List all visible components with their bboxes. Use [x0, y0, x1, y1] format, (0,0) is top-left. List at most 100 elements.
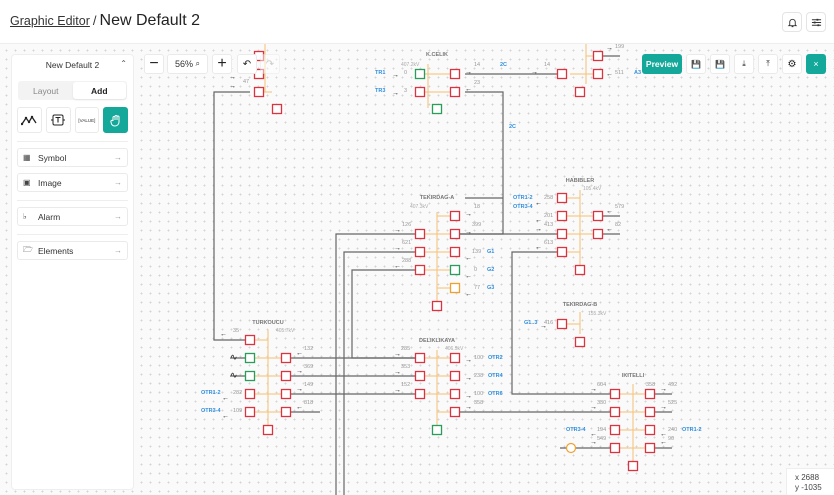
breaker-closed[interactable]: [556, 246, 568, 258]
link-label[interactable]: OTR1-2: [682, 427, 702, 433]
polyline-tool-button[interactable]: [17, 107, 42, 133]
link-label[interactable]: OTR4: [488, 373, 504, 379]
breaker-closed[interactable]: [644, 388, 656, 400]
menu-elements[interactable]: 🗁 Elements →: [17, 241, 128, 260]
breaker-closed[interactable]: [449, 210, 461, 222]
breaker-closed[interactable]: [449, 406, 461, 418]
breaker-closed[interactable]: [574, 264, 586, 276]
link-label[interactable]: 2C: [500, 62, 507, 68]
breaker-closed[interactable]: [280, 406, 292, 418]
link-label[interactable]: G2: [487, 267, 494, 273]
link-label[interactable]: OTR1-2: [201, 390, 221, 396]
text-tool-button[interactable]: [45, 107, 71, 133]
breaker-closed[interactable]: [414, 264, 426, 276]
breaker-closed[interactable]: [556, 192, 568, 204]
breaker-open[interactable]: [449, 264, 461, 276]
breaker-closed[interactable]: [627, 460, 639, 472]
zoom-in-button[interactable]: +: [212, 54, 232, 74]
breaker-closed[interactable]: [556, 228, 568, 240]
breaker-closed[interactable]: [592, 68, 604, 80]
breaker-warning[interactable]: [449, 282, 461, 294]
breaker-closed[interactable]: [449, 352, 461, 364]
link-label[interactable]: G1..3: [524, 320, 537, 326]
breaker-closed[interactable]: [592, 228, 604, 240]
hand-tool-button[interactable]: [103, 107, 128, 133]
breaker-closed[interactable]: [449, 86, 461, 98]
import-button[interactable]: ⤓: [734, 54, 754, 74]
breaker-closed[interactable]: [414, 388, 426, 400]
breaker-closed[interactable]: [644, 406, 656, 418]
breaker-closed[interactable]: [414, 246, 426, 258]
breaker-closed[interactable]: [609, 424, 621, 436]
chevron-up-icon[interactable]: ⌃: [120, 59, 127, 68]
breaker-closed[interactable]: [592, 210, 604, 222]
link-label[interactable]: OTR2: [488, 355, 503, 361]
breaker-closed[interactable]: [414, 228, 426, 240]
breaker-closed[interactable]: [280, 352, 292, 364]
breaker-closed[interactable]: [574, 86, 586, 98]
link-label[interactable]: A3: [634, 70, 641, 76]
save-button[interactable]: 💾: [686, 54, 706, 74]
menu-image[interactable]: ▣ Image →: [17, 173, 128, 192]
tab-add[interactable]: Add: [72, 82, 126, 99]
breaker-closed[interactable]: [592, 50, 604, 62]
breaker-closed[interactable]: [449, 68, 461, 80]
breaker-open[interactable]: [244, 370, 256, 382]
breaker-closed[interactable]: [449, 228, 461, 240]
breaker-closed[interactable]: [609, 442, 621, 454]
save-as-button[interactable]: 💾: [710, 54, 730, 74]
breadcrumb-link-graphic-editor[interactable]: Graphic Editor: [10, 14, 90, 28]
breaker-closed[interactable]: [262, 424, 274, 436]
breaker-closed[interactable]: [280, 370, 292, 382]
value-tool-button[interactable]: [VALUE]: [74, 107, 100, 133]
breaker-closed[interactable]: [244, 388, 256, 400]
breaker-closed[interactable]: [574, 336, 586, 348]
breaker-closed[interactable]: [280, 388, 292, 400]
breaker-closed[interactable]: [414, 370, 426, 382]
breaker-closed[interactable]: [271, 103, 283, 115]
panel-header[interactable]: New Default 2 ⌃: [12, 55, 133, 75]
breaker-closed[interactable]: [449, 246, 461, 258]
breaker-closed[interactable]: [556, 210, 568, 222]
settings-sliders-button[interactable]: [806, 12, 826, 32]
breaker-closed[interactable]: [609, 388, 621, 400]
redo-button[interactable]: ↷: [260, 54, 280, 74]
breaker-closed[interactable]: [431, 300, 443, 312]
link-label[interactable]: OTR6: [488, 391, 503, 397]
link-label[interactable]: G1: [487, 249, 494, 255]
link-label[interactable]: TR1: [375, 70, 385, 76]
breaker-closed[interactable]: [644, 442, 656, 454]
menu-symbol[interactable]: ▦ Symbol →: [17, 148, 128, 167]
link-label[interactable]: OTR3-4: [201, 408, 222, 414]
close-button[interactable]: ×: [806, 54, 826, 74]
preview-button[interactable]: Preview: [642, 54, 682, 74]
link-label[interactable]: G3: [487, 285, 494, 291]
breaker-closed[interactable]: [449, 370, 461, 382]
breaker-closed[interactable]: [556, 68, 568, 80]
export-button[interactable]: ⤒: [758, 54, 778, 74]
link-label[interactable]: TR3: [375, 88, 385, 94]
breaker-closed[interactable]: [449, 388, 461, 400]
tab-layout[interactable]: Layout: [32, 85, 59, 96]
breaker-closed[interactable]: [609, 406, 621, 418]
notifications-button[interactable]: [782, 12, 802, 32]
breaker-closed[interactable]: [556, 318, 568, 330]
breaker-open[interactable]: [244, 352, 256, 364]
breaker-closed[interactable]: [644, 424, 656, 436]
zoom-out-button[interactable]: −: [144, 54, 164, 74]
breaker-closed[interactable]: [414, 352, 426, 364]
breaker-closed[interactable]: [253, 68, 265, 80]
breaker-closed[interactable]: [244, 406, 256, 418]
breaker-closed[interactable]: [253, 86, 265, 98]
breaker-open[interactable]: [431, 103, 443, 115]
breaker-closed[interactable]: [244, 334, 256, 346]
link-label[interactable]: 2C: [509, 124, 516, 130]
link-label[interactable]: OTR3-4: [513, 204, 534, 210]
undo-button[interactable]: ↶: [237, 54, 257, 74]
link-label[interactable]: OTR1-2: [513, 195, 533, 201]
menu-alarm[interactable]: ♭ Alarm →: [17, 207, 128, 226]
zoom-level-display[interactable]: 56% ⌕: [167, 54, 208, 74]
breaker-open[interactable]: [414, 68, 426, 80]
breaker-closed[interactable]: [414, 86, 426, 98]
